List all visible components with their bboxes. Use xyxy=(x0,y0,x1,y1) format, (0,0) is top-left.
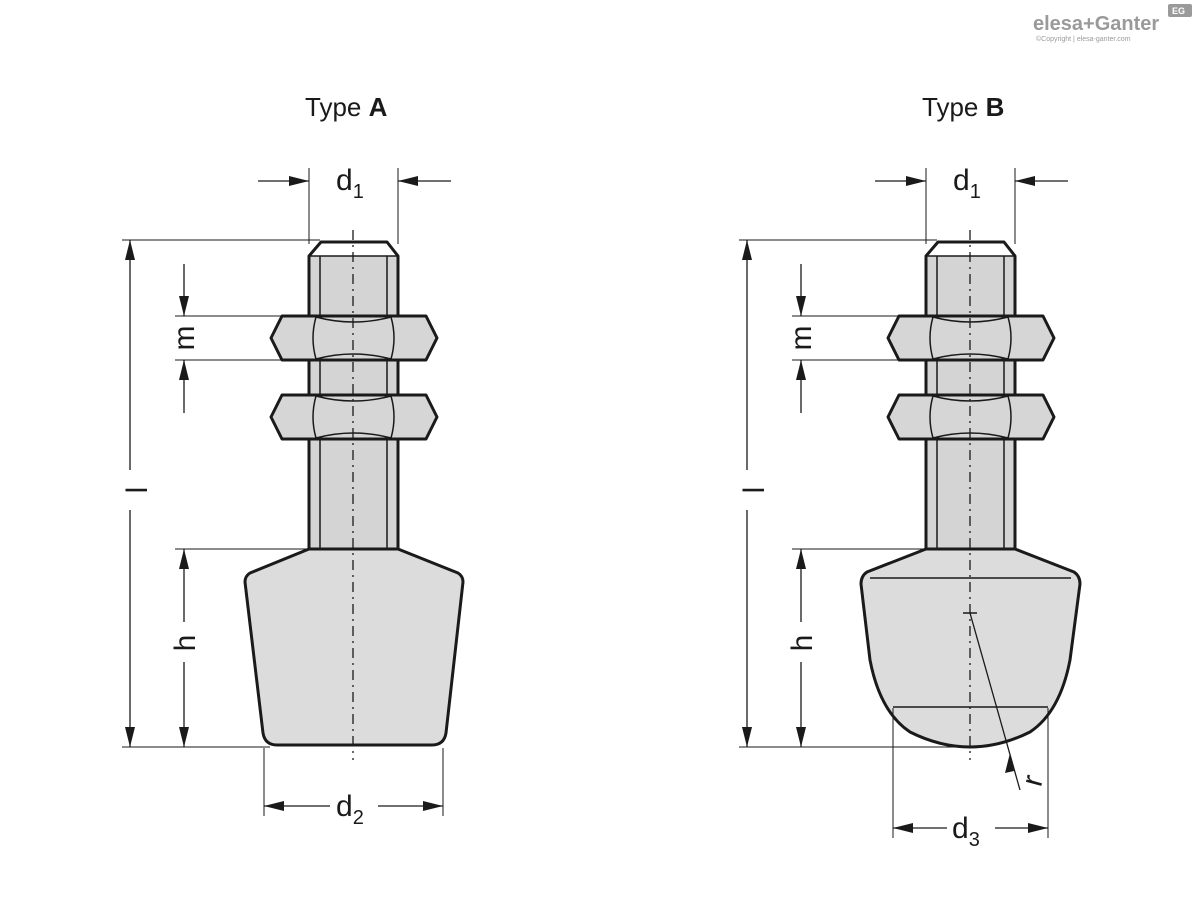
type-b-r-label: r xyxy=(1016,771,1050,789)
type-a-upper-nut xyxy=(269,314,439,362)
type-a-d1-label: d1 xyxy=(336,164,364,203)
type-b-stem-outline xyxy=(924,240,1017,550)
type-a-lower-nut xyxy=(269,393,439,441)
type-a-d2-label: d2 xyxy=(336,790,364,829)
type-b-radius-line xyxy=(969,612,1021,791)
type-a-l-label: l xyxy=(121,487,154,494)
copyright-text: ©Copyright | elesa-ganter.com xyxy=(1036,35,1131,43)
type-b-view: Type B r d1 xyxy=(735,92,1082,851)
brand-badge: EG xyxy=(1172,6,1185,16)
type-b-h-label: h xyxy=(786,635,819,652)
type-a-view: Type A d1 l xyxy=(118,92,465,829)
type-a-title: Type A xyxy=(305,92,388,122)
type-b-m-label: m xyxy=(785,326,818,351)
type-b-lower-nut xyxy=(886,393,1056,441)
type-b-d1-label: d1 xyxy=(953,164,981,203)
brand-logo: elesa+Ganter EG ©Copyright | elesa-gante… xyxy=(1033,4,1192,43)
brand-name: elesa+Ganter xyxy=(1033,13,1159,35)
type-a-foot xyxy=(243,547,465,747)
type-a-h-label: h xyxy=(169,635,202,652)
type-b-l-label: l xyxy=(738,487,771,494)
brand-badge-icon xyxy=(1168,4,1192,17)
type-a-stem-outline xyxy=(307,240,400,550)
type-b-upper-nut xyxy=(886,314,1056,362)
type-a-m-label: m xyxy=(168,326,201,351)
type-b-title: Type B xyxy=(922,92,1004,122)
type-b-d3-label: d3 xyxy=(952,812,980,851)
